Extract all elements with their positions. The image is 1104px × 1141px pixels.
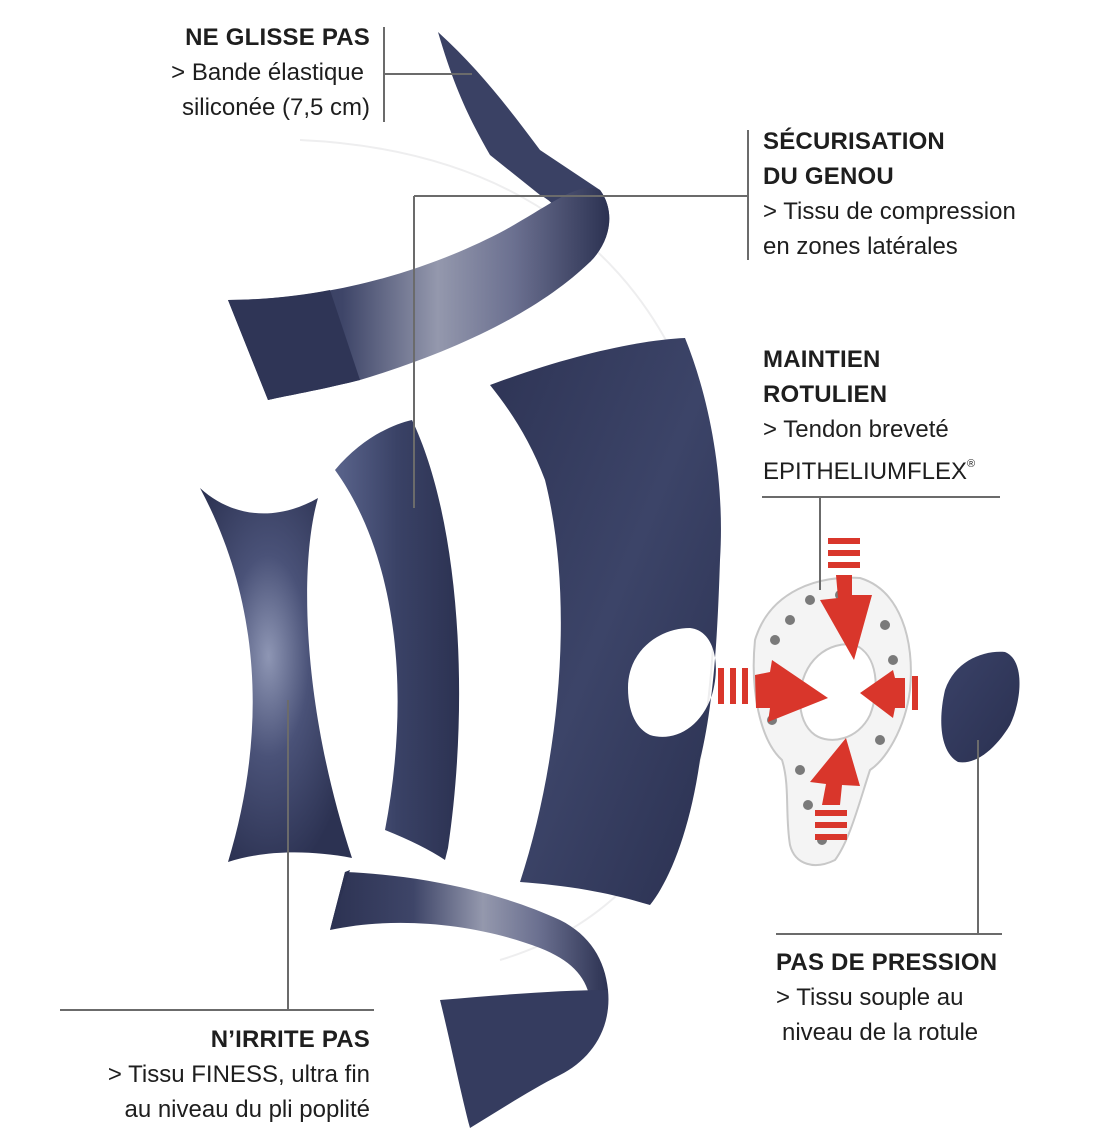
label-nirrite-pas-title: N’IRRITE PAS bbox=[210, 1026, 370, 1053]
label-ne-glisse-pas-desc2: siliconée (7,5 cm) bbox=[181, 94, 370, 121]
label-nirrite-pas: N’IRRITE PAS > Tissu FINESS, ultra fin a… bbox=[10, 1022, 370, 1127]
back-panel bbox=[200, 488, 352, 862]
compression-arrows bbox=[718, 538, 918, 840]
label-maintien-desc1: > Tendon breveté bbox=[763, 416, 949, 443]
bottom-band bbox=[330, 870, 609, 1128]
label-securisation-desc1: > Tissu de compression bbox=[763, 198, 1016, 225]
arrow-left bbox=[718, 660, 828, 722]
patella-pad bbox=[941, 651, 1020, 763]
top-silicone-band bbox=[228, 32, 610, 400]
label-ne-glisse-pas: NE GLISSE PAS > Bande élastique siliconé… bbox=[50, 20, 370, 125]
front-panel bbox=[490, 338, 721, 905]
arrow-top bbox=[820, 538, 872, 660]
side-panel bbox=[335, 420, 460, 860]
label-nirrite-pas-desc1: > Tissu FINESS, ultra fin bbox=[107, 1061, 370, 1088]
label-maintien: MAINTIEN ROTULIEN > Tendon breveté EPITH… bbox=[763, 342, 1083, 489]
label-nirrite-pas-desc2: au niveau du pli poplité bbox=[124, 1096, 370, 1123]
label-ne-glisse-pas-title: NE GLISSE PAS bbox=[185, 24, 370, 51]
registered-mark: ® bbox=[967, 458, 976, 470]
label-pas-de-pression-desc1: > Tissu souple au bbox=[776, 984, 964, 1011]
label-maintien-desc2-wrap: EPITHELIUMFLEX® bbox=[763, 447, 1083, 489]
label-pas-de-pression-title: PAS DE PRESSION bbox=[776, 949, 998, 976]
arrow-right bbox=[860, 670, 918, 718]
label-maintien-title2: ROTULIEN bbox=[763, 381, 888, 408]
label-maintien-title1: MAINTIEN bbox=[763, 346, 881, 373]
arrow-bottom bbox=[810, 738, 860, 840]
label-ne-glisse-pas-desc1: > Bande élastique bbox=[171, 59, 364, 86]
leader-lines bbox=[60, 27, 1002, 1011]
label-securisation: SÉCURISATION DU GENOU > Tissu de compres… bbox=[763, 124, 1103, 264]
label-pas-de-pression-desc2: niveau de la rotule bbox=[782, 1019, 979, 1046]
label-maintien-desc2: EPITHELIUMFLEX bbox=[763, 458, 968, 485]
label-securisation-title2: DU GENOU bbox=[763, 163, 894, 190]
label-pas-de-pression: PAS DE PRESSION > Tissu souple au niveau… bbox=[776, 945, 1096, 1050]
label-securisation-desc2: en zones latérales bbox=[763, 233, 958, 260]
label-securisation-title1: SÉCURISATION bbox=[763, 128, 945, 155]
